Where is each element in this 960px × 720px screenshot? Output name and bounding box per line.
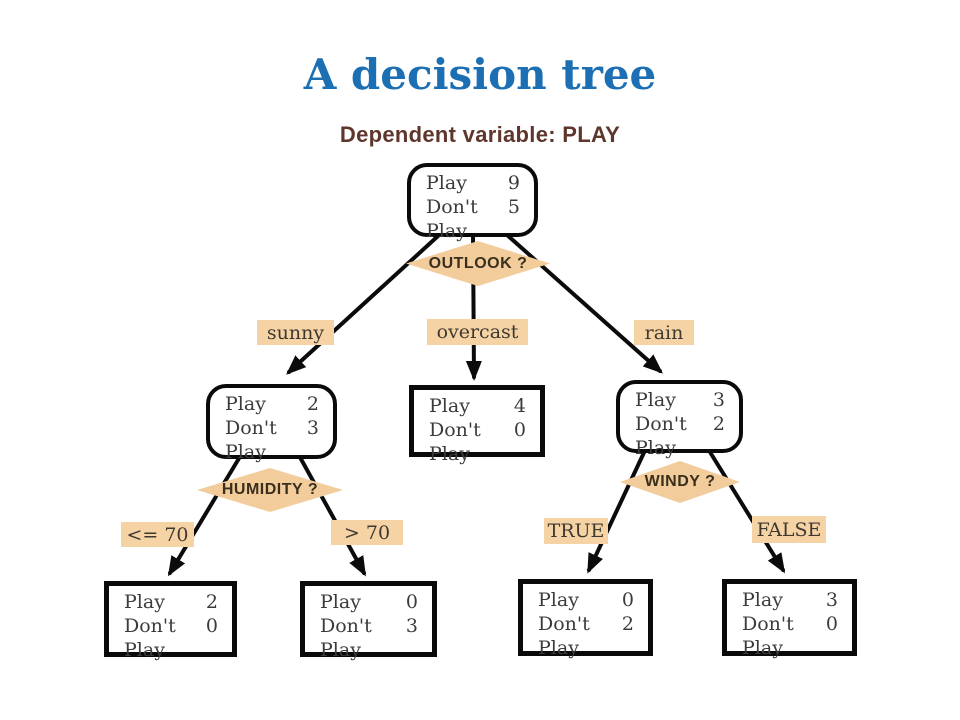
node-row: Play 3 — [635, 389, 725, 413]
row-label: Play — [742, 589, 783, 611]
branch-label-le70: <= 70 — [121, 522, 194, 547]
branch-label-gt70: > 70 — [331, 520, 403, 545]
row-value: 5 — [507, 195, 520, 218]
decision-outlook: OUTLOOK ? — [406, 241, 550, 286]
outlook-diamond-label: OUTLOOK ? — [428, 254, 528, 272]
row-label: Don't Play — [225, 416, 277, 463]
row-label: Don't Play — [426, 195, 478, 242]
node-row: Don't Play 0 — [124, 615, 218, 663]
humidity-diamond-label: HUMIDITY ? — [221, 481, 319, 498]
node-row: Play 4 — [429, 395, 526, 419]
row-label: Don't Play — [742, 612, 794, 659]
row-value: 2 — [306, 393, 319, 415]
row-value: 0 — [405, 591, 418, 613]
row-label: Play — [124, 591, 165, 613]
row-value: 3 — [405, 614, 418, 637]
node-row: Play 9 — [426, 172, 520, 196]
node-row: Don't Play 2 — [635, 413, 725, 461]
row-label: Play — [429, 395, 470, 417]
branch-label-overcast: overcast — [427, 319, 528, 345]
node-row: Don't Play 5 — [426, 196, 520, 244]
row-label: Don't Play — [124, 614, 176, 661]
node-row: Don't Play 0 — [742, 613, 838, 661]
row-label: Don't Play — [538, 612, 590, 659]
row-value: 2 — [205, 591, 218, 613]
node-row: Don't Play 3 — [320, 615, 418, 663]
node-leaf-gt70: Play 0 Don't Play 3 — [300, 581, 437, 661]
node-root: Play 9 Don't Play 5 — [407, 163, 538, 242]
node-row: Don't Play 0 — [429, 419, 526, 467]
node-row: Don't Play 3 — [225, 417, 319, 465]
dependent-variable-label: Dependent variable: PLAY — [339, 122, 621, 147]
row-label: Don't Play — [635, 412, 687, 459]
decision-windy: WINDY ? — [620, 461, 740, 503]
branch-label-false: FALSE — [752, 516, 826, 543]
node-row: Play 2 — [225, 393, 319, 417]
row-value: 4 — [513, 395, 526, 417]
node-overcast: Play 4 Don't Play 0 — [409, 385, 545, 465]
row-value: 3 — [712, 389, 725, 411]
row-value: 0 — [205, 614, 218, 637]
row-value: 3 — [825, 589, 838, 611]
row-value: 9 — [507, 172, 520, 194]
node-row: Play 0 — [320, 591, 418, 615]
node-rain: Play 3 Don't Play 2 — [616, 380, 743, 459]
row-value: 0 — [513, 418, 526, 441]
row-label: Play — [426, 172, 467, 194]
row-label: Play — [538, 589, 579, 611]
node-row: Play 0 — [538, 589, 634, 613]
row-value: 0 — [621, 589, 634, 611]
row-value: 2 — [621, 612, 634, 635]
row-label: Don't Play — [429, 418, 481, 465]
row-value: 3 — [306, 416, 319, 439]
decision-humidity: HUMIDITY ? — [197, 468, 343, 512]
node-leaf-true: Play 0 Don't Play 2 — [518, 579, 653, 659]
node-row: Play 3 — [742, 589, 838, 613]
node-sunny: Play 2 Don't Play 3 — [206, 384, 337, 463]
node-row: Play 2 — [124, 591, 218, 615]
node-row: Don't Play 2 — [538, 613, 634, 661]
row-label: Don't Play — [320, 614, 372, 661]
branch-label-sunny: sunny — [257, 320, 334, 345]
windy-diamond-label: WINDY ? — [644, 473, 716, 490]
row-label: Play — [320, 591, 361, 613]
row-value: 0 — [825, 612, 838, 635]
row-value: 2 — [712, 412, 725, 435]
branch-label-rain: rain — [634, 320, 694, 345]
slide-title: A decision tree — [303, 50, 657, 99]
row-label: Play — [635, 389, 676, 411]
node-leaf-false: Play 3 Don't Play 0 — [722, 579, 857, 659]
branch-label-true: TRUE — [544, 518, 608, 544]
row-label: Play — [225, 393, 266, 415]
node-leaf-le70: Play 2 Don't Play 0 — [104, 581, 237, 661]
